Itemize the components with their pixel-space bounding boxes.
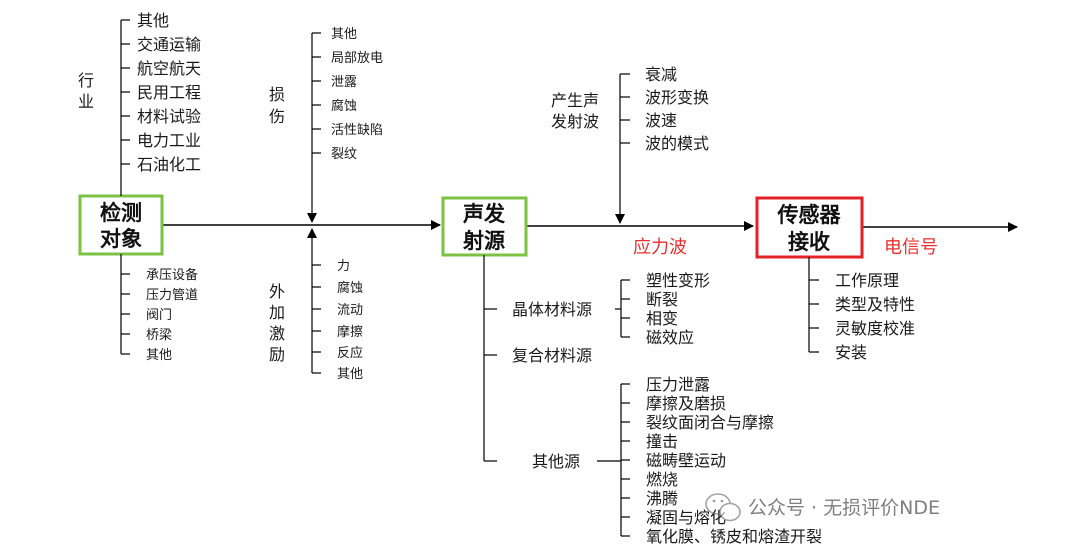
industry-item: 材料试验 [137,107,201,126]
other-item: 沸腾 [646,489,678,508]
watermark-text: 公众号 · 无损评价NDE [748,497,940,519]
external-item: 摩擦 [337,324,363,340]
damage-item: 活性缺陷 [331,123,383,138]
wave-item: 波形变换 [645,88,709,107]
damage-item: 其他 [331,27,357,42]
industry-label-2: 业 [78,92,94,111]
crystal-item: 磁效应 [646,328,694,347]
sensor-item: 灵敏度校准 [835,319,915,338]
sensor-item: 安装 [835,343,867,362]
sensor-item: 工作原理 [835,271,899,290]
other-source-label: 其他源 [532,452,580,471]
detection-target-box [78,194,164,256]
external-item: 其他 [337,367,363,382]
external-label-4: 励 [269,345,285,364]
target-item: 阀门 [146,308,172,323]
external-item: 腐蚀 [337,281,363,296]
ae-source-line2: 射源 [462,229,505,253]
external-label-2: 加 [269,303,285,322]
wave-item: 波速 [645,111,677,130]
electric-signal-label: 电信号 [884,237,938,258]
damage-item: 泄露 [331,75,357,90]
sensor-line1: 传感器 [777,203,842,227]
other-item: 磁畴壁运动 [646,451,726,470]
sensor-box [755,196,864,259]
sensor-ticks [809,279,819,353]
crystal-item: 断裂 [646,290,678,309]
crystal-ticks [621,279,630,338]
detection-target-line2: 对象 [100,227,142,251]
damage-item: 裂纹 [331,147,357,162]
industry-item: 其他 [137,11,169,30]
ae-source-line1: 声发 [462,202,506,226]
external-item: 反应 [337,345,363,361]
damage-item: 腐蚀 [331,99,357,114]
other-item: 撞击 [646,432,678,451]
target-item: 承压设备 [146,267,198,283]
crystal-source-label: 晶体材料源 [512,300,592,319]
other-ticks [621,383,630,537]
wave-ticks [620,73,630,144]
wave-label-1: 产生声 [551,91,599,110]
damage-ticks [312,32,321,154]
external-item: 力 [337,259,350,274]
sensor-line2: 接收 [788,230,830,254]
wave-label-2: 发射波 [551,112,599,131]
target-item: 压力管道 [146,288,198,303]
damage-label-2: 伤 [269,107,285,126]
external-label-3: 激 [269,324,285,343]
external-item: 流动 [337,303,363,318]
other-item: 燃烧 [646,470,678,489]
crystal-item: 塑性变形 [646,271,710,290]
external-ticks [312,264,321,374]
industry-label-1: 行 [78,71,94,90]
other-item: 压力泄露 [646,375,710,394]
industry-item: 航空航天 [137,59,201,78]
industry-ticks [121,19,130,165]
other-item: 摩擦及磨损 [646,394,726,413]
external-label-1: 外 [269,282,285,301]
other-item: 裂纹面闭合与摩擦 [646,413,774,432]
other-item: 氧化膜、锈皮和熔渣开裂 [646,527,822,546]
target-item: 其他 [146,348,172,363]
wave-item: 波的模式 [645,134,709,153]
detection-target-line1: 检测 [100,201,142,225]
damage-label-1: 损 [269,85,285,104]
sensor-item: 类型及特性 [835,295,915,314]
target-item: 桥梁 [146,328,172,343]
source-ticks [484,308,497,462]
damage-item: 局部放电 [331,51,383,66]
targets-ticks [121,273,130,355]
composite-source-label: 复合材料源 [512,346,592,365]
wechat-icon [705,493,741,522]
industry-item: 民用工程 [137,83,201,102]
industry-item: 石油化工 [137,155,201,174]
crystal-item: 相变 [646,309,678,328]
wave-item: 衰减 [645,65,677,84]
stress-wave-label: 应力波 [633,237,687,258]
other-item: 凝固与熔化 [646,508,726,527]
ae-source-box [441,196,528,257]
industry-item: 电力工业 [137,131,201,150]
industry-item: 交通运输 [137,35,201,54]
